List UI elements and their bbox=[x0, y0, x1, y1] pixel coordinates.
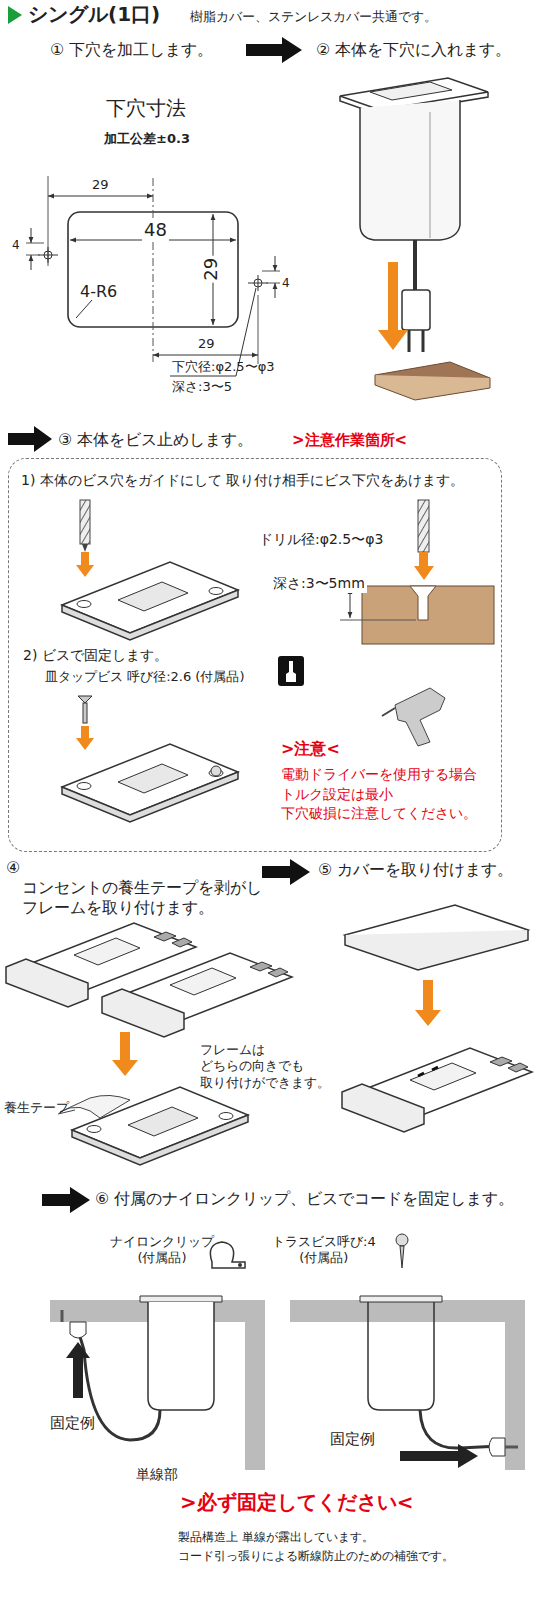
section-heading: 下穴寸法 bbox=[106, 96, 186, 121]
page-title: シングル(1口) bbox=[28, 2, 160, 27]
caution-label: >注意作業箇所< bbox=[292, 431, 407, 450]
step-text: ② 本体を下穴に入れます。 bbox=[316, 40, 511, 60]
step-text: ④ コンセントの養生テープを剥がし フレームを取り付けます。 bbox=[6, 858, 262, 918]
example-label: 固定例 bbox=[330, 1430, 375, 1449]
subtitle: 樹脂カバー、ステンレスカバー共通です。 bbox=[190, 9, 437, 25]
part-name: 皿タップビス 呼び径:2.6 (付属品) bbox=[45, 669, 244, 685]
part-name: ナイロンクリップ (付属品) bbox=[110, 1234, 214, 1267]
tolerance-note: 加工公差±0.3 bbox=[104, 131, 190, 147]
part-name: 単線部 bbox=[136, 1466, 178, 1484]
dimension: 4 bbox=[282, 276, 290, 291]
step-text: ⑤ カバーを取り付けます。 bbox=[318, 860, 513, 880]
hole-spec: 下穴径:φ2.5〜φ3 bbox=[172, 359, 274, 375]
instruction: 1) 本体のビス穴をガイドにして 取り付け相手にビス下穴をあけます。 bbox=[21, 472, 464, 490]
caution-text: 電動ドライバーを使用する場合 トルク設定は最小 下穴破損に注意してください。 bbox=[281, 765, 477, 824]
part-name: 養生テープ bbox=[4, 1100, 69, 1116]
radius-dimension: 4-R6 bbox=[80, 282, 117, 302]
caution-work-area: 1) 本体のビス穴をガイドにして 取り付け相手にビス下穴をあけます。ドリル径:φ… bbox=[8, 458, 502, 852]
step-text: ① 下穴を加工します。 bbox=[50, 40, 213, 60]
dimension: 4 bbox=[12, 238, 20, 253]
drill-spec: ドリル径:φ2.5〜φ3 bbox=[259, 531, 383, 549]
instruction: 2) ビスで固定します。 bbox=[23, 647, 168, 665]
dimension: 29 bbox=[196, 336, 217, 352]
part-name: トラスビス呼び:4 (付属品) bbox=[272, 1234, 376, 1267]
example-label: 固定例 bbox=[50, 1414, 95, 1433]
depth-spec: 深さ:3〜5mm bbox=[271, 575, 367, 593]
dimension: 29 bbox=[200, 256, 223, 283]
note: フレームは どちらの向きでも 取り付けができます。 bbox=[200, 1042, 330, 1091]
dimension: 29 bbox=[90, 177, 111, 193]
hole-spec: 深さ:3〜5 bbox=[172, 379, 232, 395]
dimension: 48 bbox=[142, 219, 169, 242]
note: 製品構造上 単線が露出しています。 コード引っ張りによる断線防止のための補強です… bbox=[178, 1528, 454, 1566]
warning-heading: >必ず固定してください< bbox=[180, 1490, 414, 1515]
step-text: ③ 本体をビス止めします。 bbox=[58, 430, 253, 450]
step-text: ⑥ 付属のナイロンクリップ、ビスでコードを固定します。 bbox=[95, 1189, 514, 1209]
caution-label: >注意< bbox=[281, 739, 340, 759]
